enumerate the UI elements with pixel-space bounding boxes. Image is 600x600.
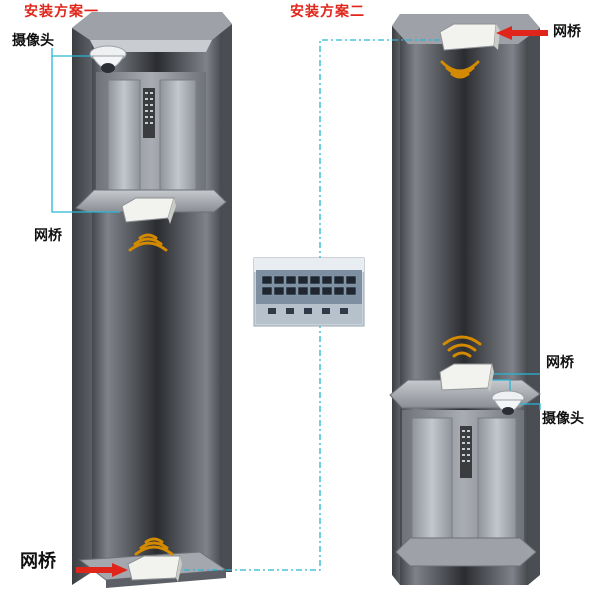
callout-lines bbox=[51, 48, 541, 410]
wireless-bridge-icon bbox=[121, 197, 176, 224]
dome-camera-icon bbox=[491, 390, 525, 415]
dome-camera-icon bbox=[89, 45, 127, 73]
camera-label-car: 摄像头 bbox=[542, 411, 584, 427]
camera-label: 摄像头 bbox=[12, 33, 54, 49]
bridge-label-top: 网桥 bbox=[553, 24, 581, 40]
wifi-signal-icon bbox=[442, 335, 482, 358]
wifi-signal-icon bbox=[128, 233, 168, 252]
bridge-label-car: 网桥 bbox=[546, 355, 574, 371]
red-arrow-icon bbox=[496, 26, 548, 40]
monitoring-room-icon bbox=[253, 257, 365, 327]
scheme-one-title: 安装方案一 bbox=[24, 4, 99, 20]
wireless-bridge-icon bbox=[439, 23, 500, 51]
network-links bbox=[178, 39, 440, 571]
right-elevator-car bbox=[389, 379, 541, 567]
wifi-signal-icon bbox=[134, 537, 174, 556]
left-elevator-car bbox=[75, 72, 227, 213]
wireless-bridge-icon bbox=[127, 555, 182, 582]
wireless-bridge-icon bbox=[439, 363, 494, 392]
bridge-label-bottom: 网桥 bbox=[20, 551, 56, 572]
wifi-signal-icon bbox=[440, 60, 480, 79]
red-arrow-icon bbox=[76, 563, 128, 577]
scheme-two-title: 安装方案二 bbox=[290, 4, 365, 20]
bridge-label: 网桥 bbox=[34, 228, 62, 244]
